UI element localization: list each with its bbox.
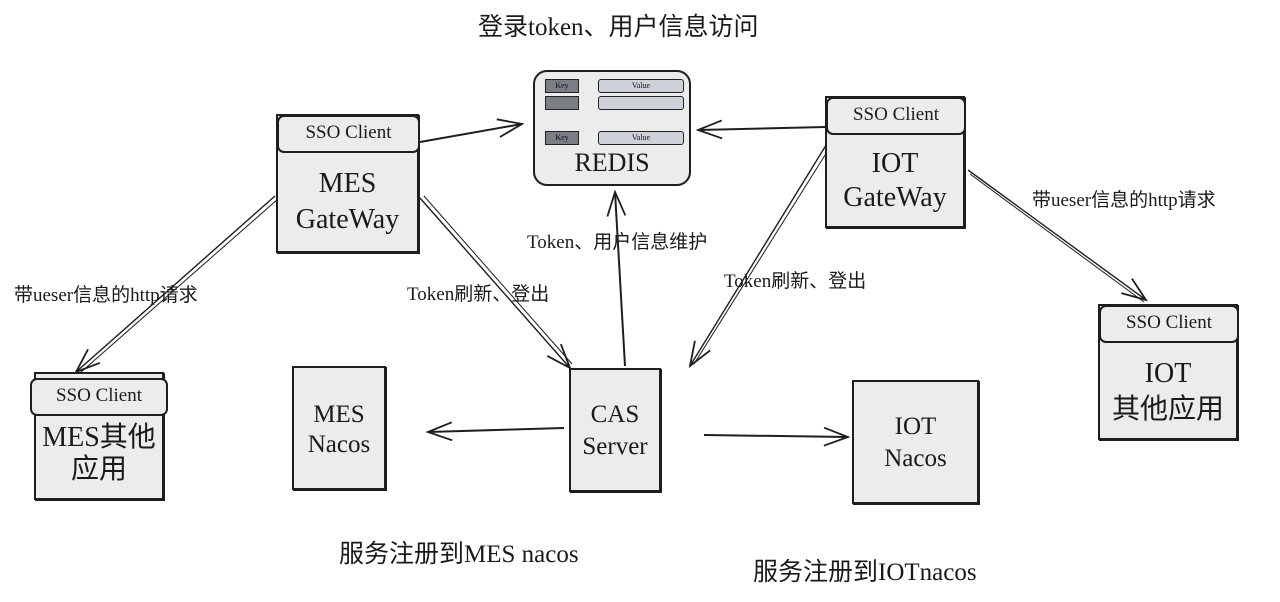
iot-nacos-node[interactable]: IOT Nacos [852,380,979,504]
arrow-cas-to-iot-nacos [703,435,848,437]
arrow-iot-gateway-to-iot-other-shadow [969,173,1145,303]
iot-gateway-title-line1: IOT [871,148,919,179]
redis-value-2 [598,96,684,110]
iot-gateway-sso-client-header: SSO Client [826,97,966,135]
redis-key-3: Key [545,131,579,145]
mes-nacos-title-line1: MES [313,401,365,428]
arrow-mes-gateway-to-cas [419,197,570,368]
arrow-mes-gateway-to-redis [419,124,522,143]
redis-label: REDIS [574,148,650,177]
mes-other-title-line2: 应用 [70,454,127,485]
cas-server-node[interactable]: CAS Server [569,368,661,492]
arrow-iot-gateway-to-cas [690,141,829,366]
arrow-iot-gateway-to-redis [698,127,826,130]
arrow-mes-gateway-to-mes-other [76,195,276,372]
iot-gateway-node[interactable]: SSO Client IOT GateWay [825,96,966,228]
label-mes-http-request: 带ueser信息的http请求 [14,285,198,306]
arrow-mes-gateway-to-mes-other-shadow [79,198,279,374]
label-iot-token-refresh: Token刷新、登出 [724,271,867,292]
cas-server-title-line2: Server [582,433,648,460]
iot-other-title-line1: IOT [1144,358,1192,389]
mes-gateway-title-line2: GateWay [295,204,400,235]
iot-gateway-title-line2: GateWay [843,182,947,213]
arrow-iot-gateway-to-iot-other [967,169,1146,300]
redis-value-1: Value [598,79,684,93]
iot-nacos-title-line2: Nacos [884,445,947,472]
iot-other-title-line2: 其他应用 [1111,394,1224,425]
arrow-cas-to-redis [615,192,625,367]
mes-nacos-title-line2: Nacos [307,431,371,458]
mes-gateway-node[interactable]: SSO Client MES GateWay [276,114,420,253]
redis-key-2 [545,96,579,110]
label-mes-nacos-register: 服务注册到MES nacos [339,541,579,568]
arrow-mes-gateway-to-cas-shadow [423,195,573,365]
mes-gateway-title-line1: MES [318,168,377,199]
redis-key-1: Key [545,79,579,93]
label-cas-redis-maintain: Token、用户信息维护 [527,232,708,253]
redis-node[interactable]: Key Value Key Value REDIS [533,70,691,186]
iot-nacos-title-line1: IOT [894,413,937,440]
mes-nacos-node[interactable]: MES Nacos [292,366,386,490]
cas-server-title-line1: CAS [590,401,640,428]
arrow-iot-gateway-to-cas-shadow [693,143,833,365]
diagram-title: 登录token、用户信息访问 [478,14,759,41]
mes-gateway-sso-client-header: SSO Client [277,115,420,153]
redis-value-3: Value [598,131,684,145]
arrow-cas-to-mes-nacos [428,428,565,432]
label-iot-http-request: 带ueser信息的http请求 [1032,190,1216,211]
iot-other-app-node[interactable]: SSO Client IOT 其他应用 [1098,304,1239,440]
mes-other-title-line1: MES其他 [42,422,156,453]
label-mes-token-refresh: Token刷新、登出 [407,284,550,305]
label-iot-nacos-register: 服务注册到IOTnacos [753,559,977,586]
mes-other-app-node[interactable]: SSO Client MES其他 应用 [30,372,168,500]
mes-other-sso-client-header: SSO Client [30,378,168,416]
iot-other-sso-client-header: SSO Client [1099,305,1239,343]
